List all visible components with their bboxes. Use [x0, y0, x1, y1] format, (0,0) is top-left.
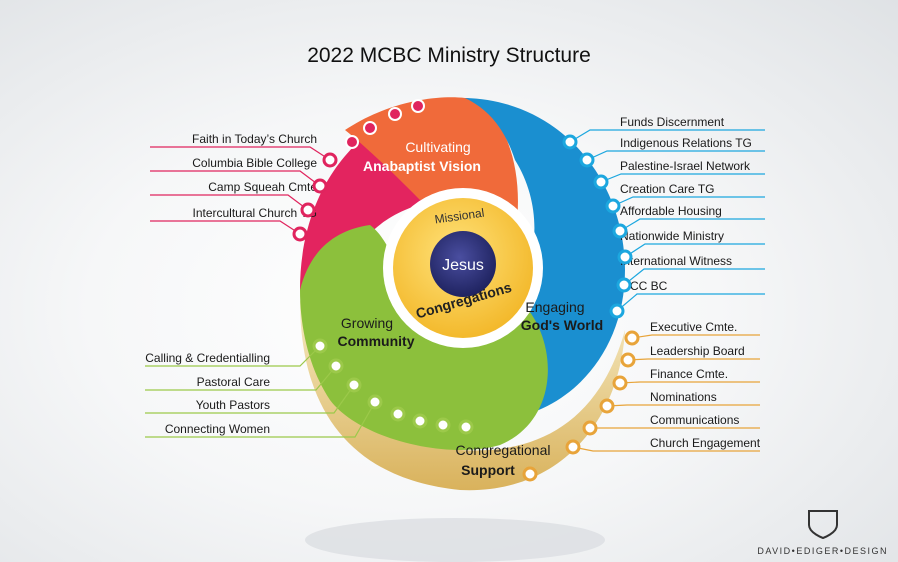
leader-line-orange: [631, 334, 760, 339]
ministry-dot-blue: [605, 198, 621, 214]
ministry-dot-green: [435, 417, 451, 433]
segment-engaging: [465, 98, 625, 420]
ministry-dot-blue: [612, 223, 628, 239]
leader-line-blue: [623, 268, 765, 286]
leader-line-orange: [606, 404, 760, 407]
ministry-label-blue: Palestine-Israel Network: [620, 159, 751, 173]
ded-logo: DAVID•EDIGER•DESIGN: [757, 509, 888, 556]
ministry-dot-green: [312, 338, 328, 354]
leader-line-red: [150, 194, 309, 211]
logo-text: DAVID•EDIGER•DESIGN: [757, 546, 888, 556]
ministry-label-red: Columbia Bible College: [192, 156, 317, 170]
ministry-dot-green: [367, 394, 383, 410]
ministry-dot-green: [412, 413, 428, 429]
cultivating-light: Cultivating: [405, 139, 470, 155]
ministry-label-green: Pastoral Care: [197, 375, 271, 389]
ministry-label-blue: Nationwide Ministry: [620, 229, 724, 243]
ministry-dot-orange: [522, 466, 538, 482]
ministry-dot-blue: [609, 303, 625, 319]
engaging-bold: God's World: [521, 317, 603, 333]
ded-shield-icon: [807, 510, 838, 540]
ministry-dot-blue: [593, 174, 609, 190]
ministry-dot-orange: [612, 375, 628, 391]
leader-line-blue: [600, 173, 765, 183]
leader-line-green: [145, 401, 376, 438]
ministry-dot-orange: [624, 330, 640, 346]
ministry-label-green: Calling & Credentialling: [145, 351, 270, 365]
ministry-dot-blue: [579, 152, 595, 168]
cultivating-bold: Anabaptist Vision: [363, 158, 481, 174]
ministry-dot-red: [411, 99, 425, 113]
leader-line-blue: [624, 243, 765, 258]
ministry-label-orange: Church Engagement: [650, 436, 761, 450]
ministry-dot-green: [346, 377, 362, 393]
leader-line-orange: [627, 358, 760, 361]
center-jesus: [430, 231, 496, 297]
ministry-dot-orange: [565, 439, 581, 455]
ministry-dot-blue: [562, 134, 578, 150]
ministry-label-blue: Creation Care TG: [620, 182, 714, 196]
ministry-label-red: Faith in Today’s Church: [192, 132, 317, 146]
ministry-dot-green: [390, 406, 406, 422]
leader-line-green: [145, 384, 355, 414]
ministry-label-orange: Executive Cmte.: [650, 320, 737, 334]
page-title: 2022 MCBC Ministry Structure: [307, 44, 591, 67]
support-bold: Support: [461, 462, 515, 478]
segment-support: [300, 300, 625, 491]
ministry-label-orange: Communications: [650, 413, 739, 427]
ministry-dot-red: [312, 178, 328, 194]
leader-line-green: [145, 365, 337, 391]
support-light: Congregational: [456, 442, 551, 458]
ministry-dot-blue: [616, 277, 632, 293]
ministry-label-blue: Indigenous Relations TG: [620, 136, 752, 150]
ministry-label-blue: MCC BC: [620, 279, 668, 293]
center-jesus-label: Jesus: [442, 257, 484, 274]
ministry-dot-green: [458, 419, 474, 435]
ministry-label-orange: Leadership Board: [650, 344, 745, 358]
ministry-dot-orange: [620, 352, 636, 368]
ministry-label-blue: Affordable Housing: [620, 204, 722, 218]
ministry-dot-red: [363, 121, 377, 135]
ministry-dot-red: [388, 107, 402, 121]
leader-line-blue: [569, 129, 765, 143]
ministry-dot-red: [345, 135, 359, 149]
ministry-label-orange: Nominations: [650, 390, 717, 404]
leader-line-orange: [619, 381, 760, 384]
ministry-label-green: Connecting Women: [165, 422, 270, 436]
leader-line-red: [150, 170, 321, 187]
ministry-dot-orange: [582, 420, 598, 436]
center-upper-label: Missional: [434, 206, 485, 227]
ministry-dot-blue: [617, 249, 633, 265]
leader-line-blue: [619, 218, 765, 232]
diagram-reflection: [305, 518, 605, 562]
leader-line-red: [150, 146, 331, 161]
ministry-dot-green: [328, 358, 344, 374]
growing-bold: Community: [338, 333, 415, 349]
ministry-label-blue: Funds Discernment: [620, 115, 725, 129]
ministry-label-green: Youth Pastors: [196, 398, 270, 412]
ministry-label-blue: International Witness: [620, 254, 732, 268]
ministry-dot-orange: [599, 398, 615, 414]
ministry-dot-red: [322, 152, 338, 168]
ministry-label-red: Camp Squeah Cmte: [208, 180, 317, 194]
ministry-dot-red: [292, 226, 308, 242]
growing-light: Growing: [341, 315, 393, 331]
engaging-light: Engaging: [525, 299, 584, 315]
leader-line-green: [145, 345, 321, 367]
ministry-label-red: Intercultural Church TG: [193, 206, 318, 220]
leader-line-blue: [616, 293, 765, 312]
leader-line-red: [150, 220, 301, 235]
ministry-dot-red: [300, 202, 316, 218]
ministry-label-orange: Finance Cmte.: [650, 367, 728, 381]
